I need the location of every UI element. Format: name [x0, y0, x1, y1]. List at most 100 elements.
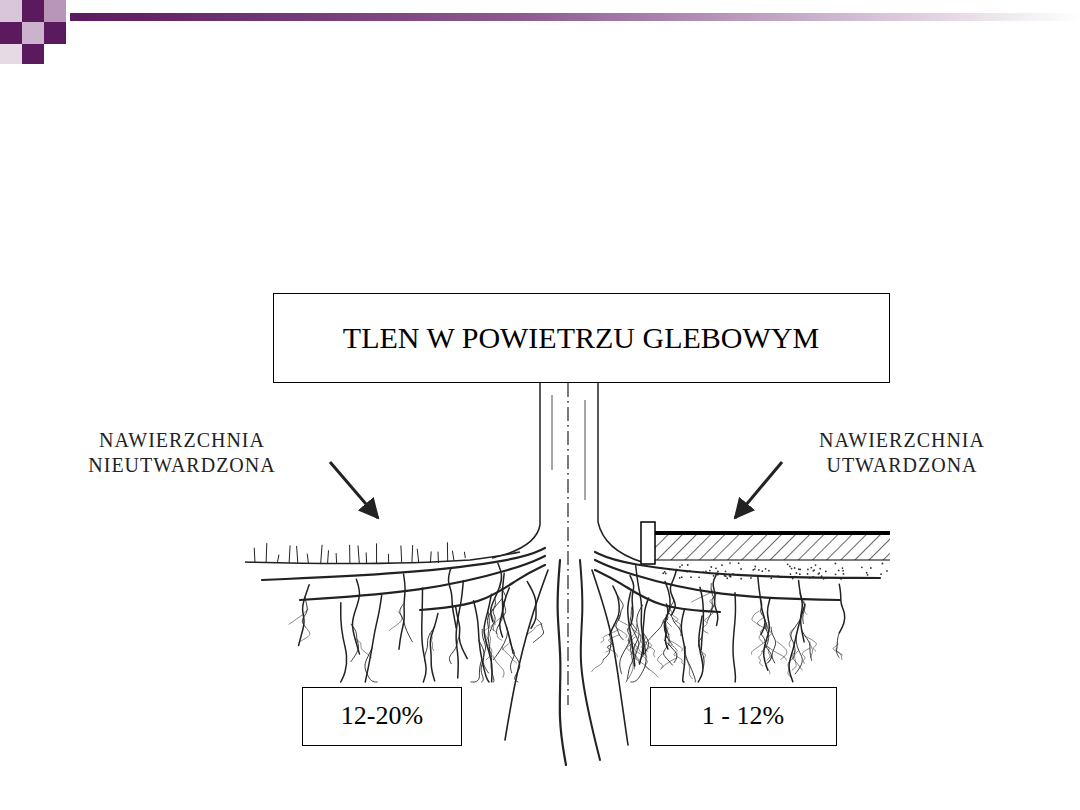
- header-square: [22, 22, 44, 44]
- root: [430, 614, 438, 681]
- gravel-dot: [664, 571, 666, 573]
- gravel-dot: [717, 571, 719, 573]
- gravel-dot: [681, 576, 683, 578]
- root: [628, 592, 635, 666]
- gravel-dot: [679, 566, 681, 568]
- node-text: TLEN W POWIETRZU GLEBOWYM: [343, 321, 819, 355]
- header-square: [0, 22, 22, 44]
- root: [422, 588, 426, 682]
- root: [644, 643, 652, 657]
- root: [580, 560, 600, 760]
- pointer-arrow: [330, 462, 378, 518]
- gravel-dot: [715, 567, 717, 569]
- gravel-dot: [819, 568, 821, 570]
- header-decoration: [0, 0, 1080, 64]
- root: [399, 574, 405, 649]
- node-text: 12-20%: [341, 701, 423, 731]
- root: [646, 643, 655, 657]
- root: [733, 593, 735, 682]
- trunk-edge: [598, 383, 642, 562]
- gravel-dot: [794, 567, 796, 569]
- pointer-arrow: [735, 462, 782, 518]
- root: [837, 633, 840, 657]
- pavement-layer: [655, 533, 890, 560]
- pointer-arrows: [330, 462, 782, 518]
- gravel-dot: [768, 570, 770, 572]
- root: [474, 601, 489, 682]
- gravel-dot: [690, 576, 692, 578]
- root: [610, 586, 620, 635]
- surface-label: NAWIERZCHNIA NIEUTWARDZONA: [57, 428, 307, 478]
- root: [661, 658, 677, 669]
- gravel-dot: [725, 570, 727, 572]
- gravel-dot: [807, 573, 809, 575]
- root: [792, 651, 798, 670]
- root: [777, 642, 787, 660]
- header-bar: [70, 13, 1080, 21]
- root: [669, 613, 681, 636]
- header-square: [44, 22, 66, 44]
- gravel-dot: [738, 562, 740, 564]
- root: [527, 581, 536, 628]
- gravel-dot: [750, 577, 752, 579]
- root: [471, 660, 482, 682]
- gravel-dot: [740, 568, 742, 570]
- root: [595, 570, 720, 612]
- root: [595, 552, 880, 578]
- gravel-dot: [710, 566, 712, 568]
- gravel-dot: [698, 576, 700, 578]
- root: [493, 627, 507, 660]
- gravel-dot: [818, 572, 820, 574]
- root: [839, 584, 845, 633]
- gravel-dot: [810, 567, 812, 569]
- gravel-dot: [761, 570, 763, 572]
- root: [365, 595, 381, 682]
- root: [685, 656, 692, 679]
- node-text: 1 - 12%: [702, 701, 784, 731]
- gravel-dot: [790, 573, 792, 575]
- gravel-dot: [861, 566, 863, 568]
- root: [758, 577, 765, 634]
- gravel-dot: [681, 564, 683, 566]
- root: [484, 594, 492, 681]
- root: [607, 645, 617, 657]
- gravel-dot: [787, 563, 789, 565]
- bark-line: [552, 395, 585, 500]
- gravel-dot: [880, 573, 882, 575]
- gravel-dot: [754, 566, 756, 568]
- gravel-dot: [789, 566, 791, 568]
- grass: [254, 542, 465, 563]
- root: [713, 573, 718, 625]
- root: [685, 647, 695, 682]
- gravel-dot: [866, 572, 868, 574]
- root: [626, 651, 634, 682]
- gravel-dot: [835, 563, 837, 565]
- root: [420, 565, 545, 610]
- header-square: [0, 0, 22, 22]
- root: [289, 609, 308, 624]
- root: [299, 585, 310, 646]
- gravel-dot: [729, 562, 731, 564]
- gravel-dot: [812, 570, 814, 572]
- ground-line: [245, 552, 520, 564]
- root: [802, 648, 810, 663]
- gravel-dot: [721, 564, 723, 566]
- root: [681, 610, 685, 682]
- root: [489, 631, 490, 647]
- gravel-dot: [815, 564, 817, 566]
- root: [643, 598, 648, 654]
- gravel-dot: [679, 577, 681, 579]
- gravel-dot: [882, 563, 884, 565]
- gravel-dot: [843, 573, 845, 575]
- gravel-dot: [713, 575, 715, 577]
- root: [352, 579, 359, 654]
- pavement-top: [655, 531, 890, 535]
- root: [658, 654, 663, 668]
- heading-box: TLEN W POWIETRZU GLEBOWYM: [273, 293, 890, 383]
- gravel-dot: [813, 569, 815, 571]
- root: [759, 651, 763, 665]
- gravel-dot: [726, 577, 728, 579]
- surface-label: NAWIERZCHNIA UTWARDZONA: [787, 428, 1017, 478]
